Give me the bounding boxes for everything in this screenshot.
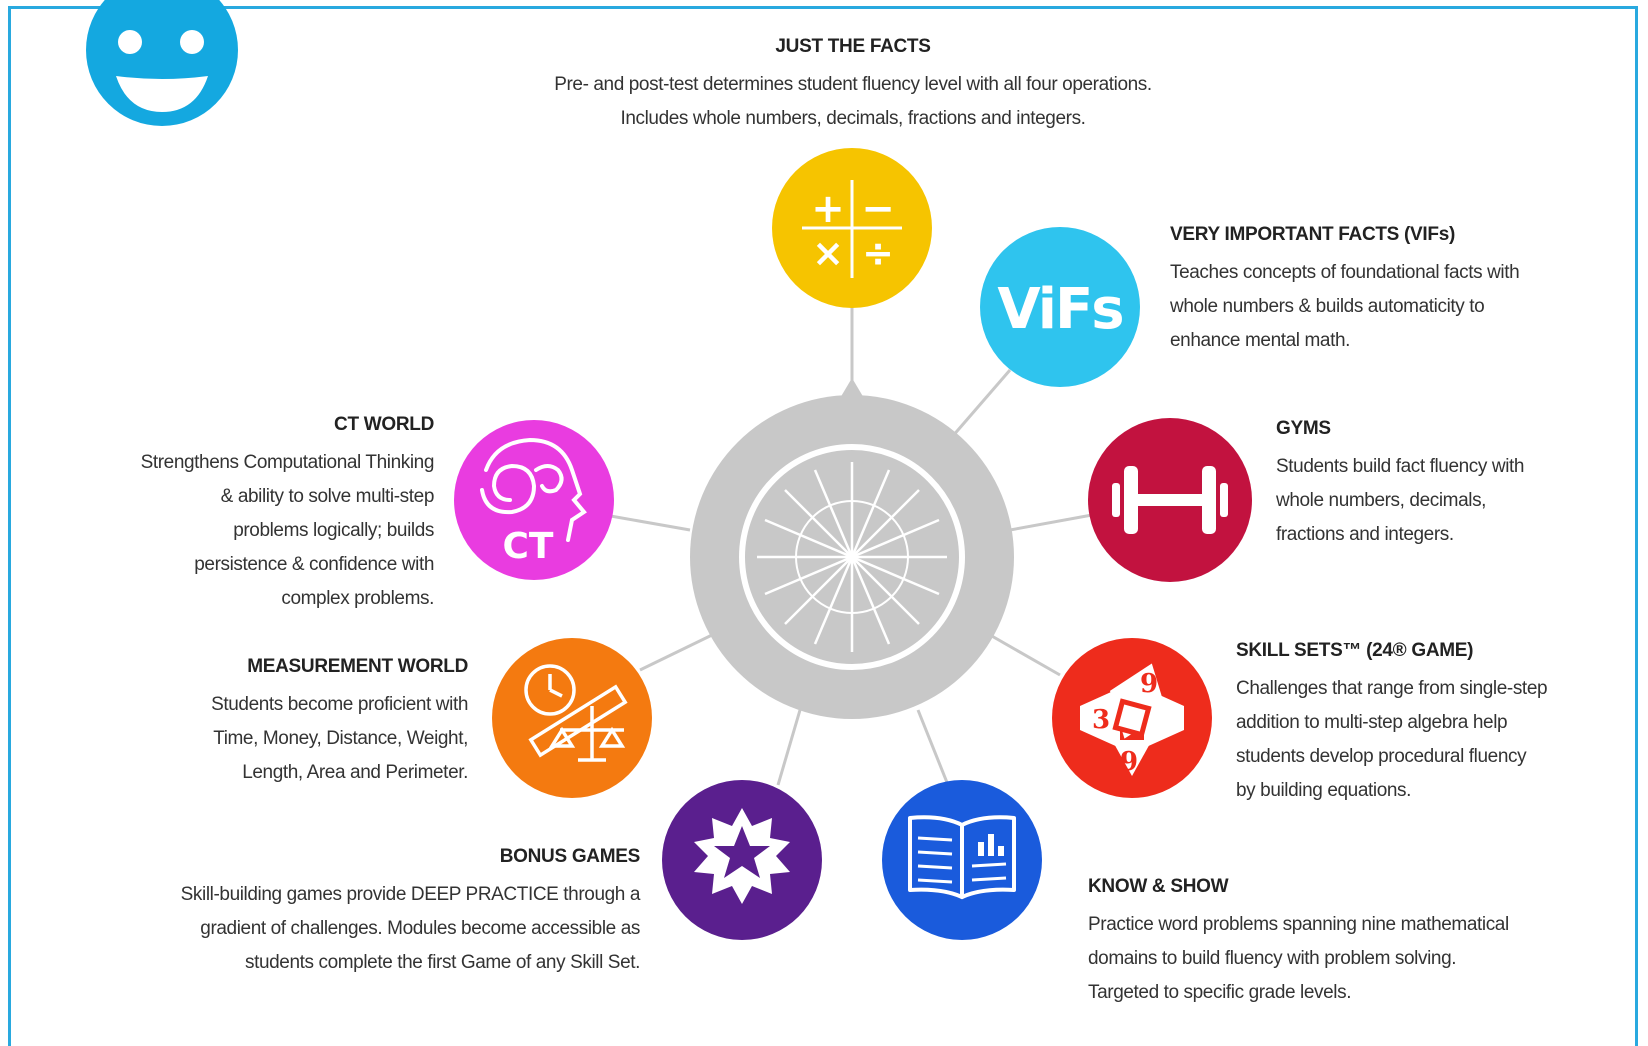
- skill-sets-desc: Challenges that range from single-step a…: [1236, 678, 1548, 801]
- skill-sets-title: SKILL SETS™ (24® GAME): [1236, 640, 1474, 661]
- svg-text:×: ×: [812, 231, 844, 275]
- just-the-facts-desc: Pre- and post-test determines student fl…: [554, 74, 1152, 129]
- skill-sets-block: SKILL SETS™ (24® GAME) Challenges that r…: [1236, 640, 1626, 808]
- measurement-world-block: MEASUREMENT WORLD Students become profic…: [180, 656, 468, 790]
- svg-text:9: 9: [1120, 747, 1138, 777]
- bonus-games-title: BONUS GAMES: [499, 846, 641, 867]
- vifs-block: VERY IMPORTANT FACTS (VIFs) Teaches conc…: [1170, 224, 1610, 358]
- know-show-desc: Practice word problems spanning nine mat…: [1088, 914, 1509, 1003]
- measurement-world-title: MEASUREMENT WORLD: [247, 656, 468, 677]
- just-the-facts-block: JUST THE FACTS Pre- and post-test determ…: [500, 36, 1206, 136]
- math-operations-icon: + − × ÷: [772, 148, 932, 308]
- ct-icon-text: CT: [503, 526, 554, 567]
- head-spiral-ct-icon: CT: [454, 420, 614, 580]
- dumbbell-icon: [1088, 418, 1252, 582]
- svg-text:÷: ÷: [862, 231, 894, 275]
- gyms-desc: Students build fact fluency with whole n…: [1276, 456, 1525, 545]
- ct-world-desc: Strengthens Computational Thinking & abi…: [140, 452, 435, 609]
- connector-lines: [604, 300, 1093, 786]
- vifs-title: VERY IMPORTANT FACTS (VIFs): [1170, 224, 1456, 245]
- vifs-icon-text: ViFs: [997, 277, 1122, 342]
- vifs-logo-icon: ViFs: [980, 227, 1140, 387]
- know-show-block: KNOW & SHOW Practice word problems spann…: [1088, 876, 1608, 1010]
- just-the-facts-title: JUST THE FACTS: [775, 36, 931, 57]
- hub-compass-icon: [690, 378, 1014, 719]
- svg-text:3: 3: [1092, 705, 1110, 735]
- gyms-block: GYMS Students build fact fluency with wh…: [1276, 418, 1616, 552]
- clock-ruler-scale-icon: [492, 638, 652, 798]
- open-book-icon: [882, 780, 1042, 940]
- star-burst-icon: [662, 780, 822, 940]
- know-show-title: KNOW & SHOW: [1088, 876, 1229, 897]
- svg-text:+: +: [811, 186, 845, 232]
- 24-game-card-icon: 9 3 9: [1052, 638, 1212, 798]
- vifs-desc: Teaches concepts of foundational facts w…: [1170, 262, 1520, 351]
- svg-text:−: −: [861, 186, 895, 232]
- bonus-games-desc: Skill-building games provide DEEP PRACTI…: [180, 884, 641, 973]
- ct-world-title: CT WORLD: [334, 414, 434, 435]
- svg-text:9: 9: [1140, 669, 1158, 699]
- ct-world-block: CT WORLD Strengthens Computational Think…: [110, 414, 435, 616]
- measurement-world-desc: Students become proficient with Time, Mo…: [211, 694, 468, 783]
- gyms-title: GYMS: [1276, 418, 1331, 439]
- bonus-games-block: BONUS GAMES Skill-building games provide…: [130, 846, 641, 980]
- smiley-face-icon: [86, 0, 238, 126]
